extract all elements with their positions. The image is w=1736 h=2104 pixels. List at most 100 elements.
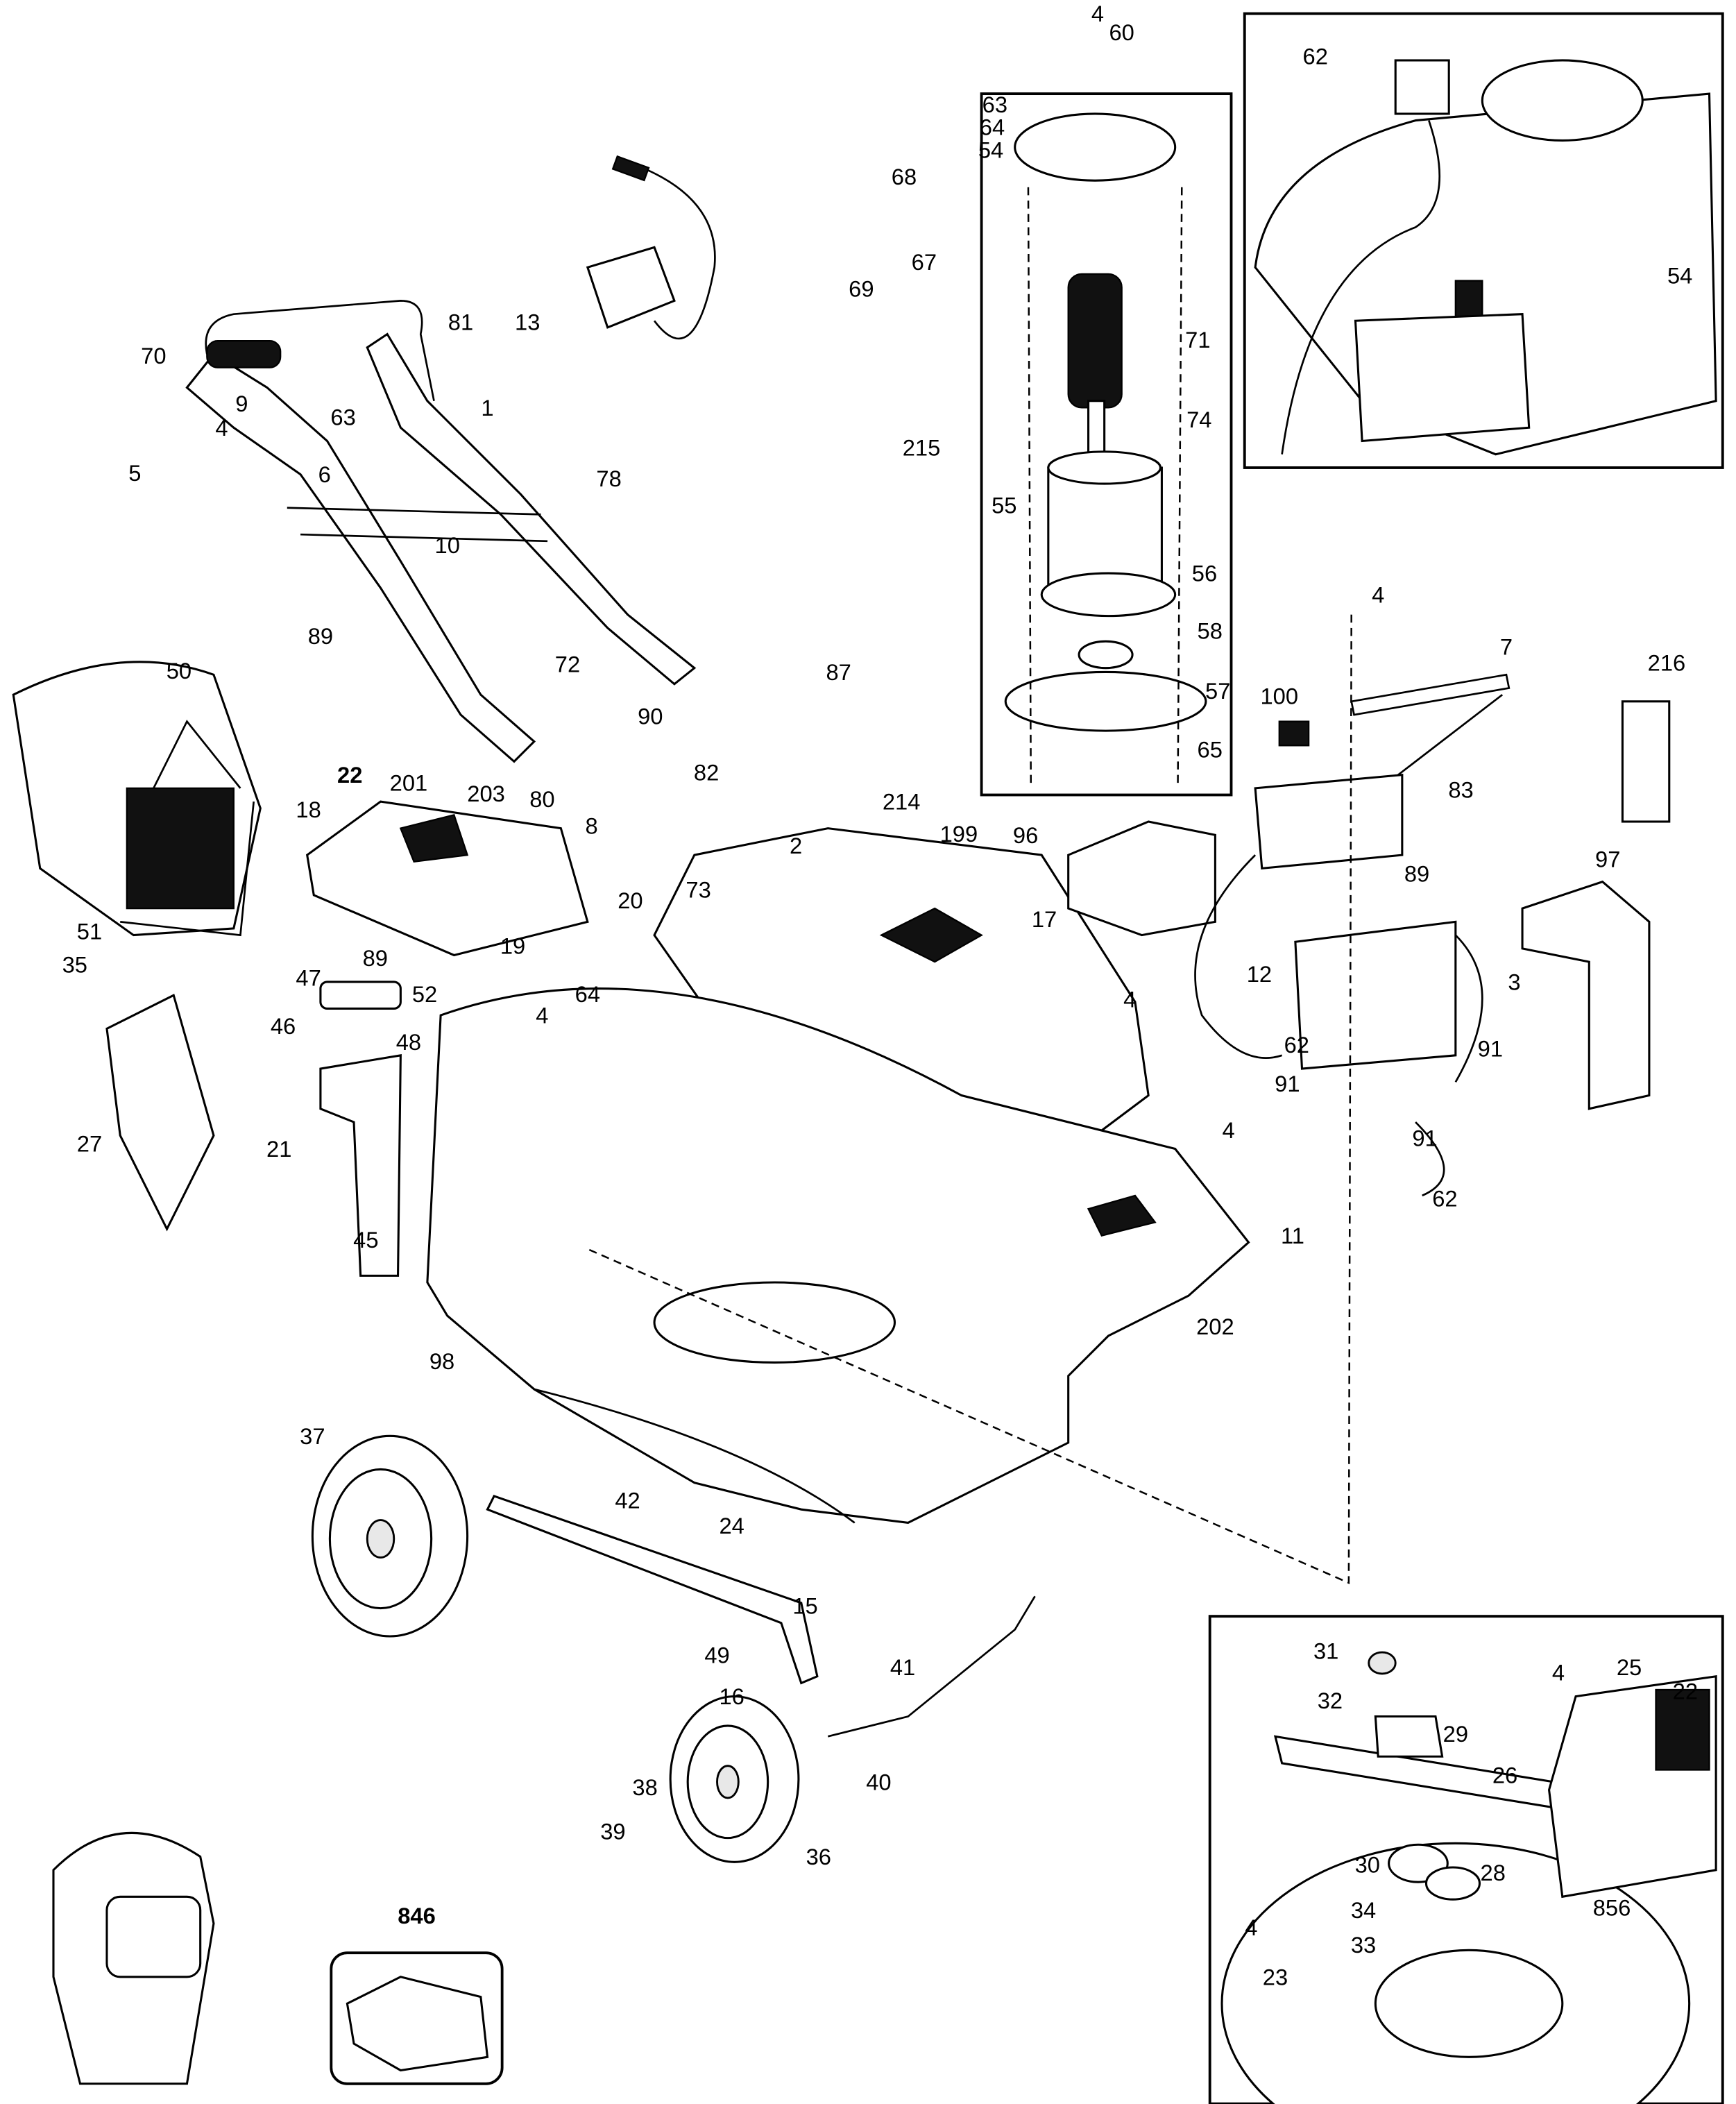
part-callout-label: 78 (596, 466, 621, 491)
part-callout-label: 87 (826, 659, 851, 685)
part-callout-label: 32 (1318, 1688, 1343, 1713)
part-callout-label: 30 (1355, 1852, 1380, 1878)
part-callout-label: 91 (1412, 1126, 1437, 1151)
part-callout-label: 90 (638, 704, 663, 729)
part-callout-label: 26 (1492, 1763, 1517, 1788)
part-callout-label: 47 (296, 965, 321, 991)
part-callout-label: 48 (396, 1029, 421, 1055)
part-callout-label: 97 (1595, 846, 1620, 872)
part-callout-label: 34 (1351, 1897, 1376, 1923)
part-callout-label: 856 (1593, 1894, 1631, 1920)
part-callout-label: 64 (575, 981, 600, 1007)
part-callout-label: 70 (141, 343, 166, 368)
rear-wheel (311, 1434, 469, 1638)
inset-brush-detail-frame (1243, 12, 1724, 469)
part-callout-label: 42 (615, 1487, 640, 1513)
part-callout-label: 4 (1223, 1117, 1235, 1143)
part-callout-label: 13 (515, 309, 540, 335)
part-callout-label: 39 (600, 1819, 625, 1844)
part-callout-label: 89 (363, 945, 388, 971)
part-callout-label: 38 (632, 1774, 657, 1800)
chute (105, 993, 215, 1232)
part-callout-label: 7 (1500, 634, 1513, 659)
part-callout-label: 23 (1263, 1964, 1288, 1990)
part-callout-label: 91 (1275, 1071, 1300, 1096)
part-callout-label: 58 (1198, 618, 1223, 643)
part-callout-label: 65 (1198, 737, 1223, 763)
front-wheel (669, 1695, 800, 1863)
part-callout-label: 60 (1109, 19, 1134, 45)
part-callout-label: 50 (167, 658, 192, 684)
part-callout-label: 67 (912, 249, 937, 275)
bracket (319, 1053, 402, 1277)
part-callout-label: 49 (704, 1643, 729, 1668)
motor-parts (1004, 112, 1207, 788)
part-callout-label: 4 (1372, 582, 1384, 607)
foam-block-97 (1521, 880, 1651, 1110)
part-callout-label: 37 (300, 1423, 325, 1449)
grass-bag-856 (52, 1831, 215, 2085)
part-callout-label: 20 (618, 888, 643, 913)
part-callout-label: 81 (448, 309, 473, 335)
part-callout-label: 846 (398, 1903, 436, 1928)
part-callout-label: 41 (890, 1654, 915, 1680)
part-callout-label: 62 (1303, 44, 1328, 69)
part-callout-label: 25 (1617, 1654, 1642, 1680)
part-callout-label: 27 (77, 1130, 102, 1156)
part-callout-label: 40 (866, 1769, 891, 1795)
part-callout-label: 9 (235, 391, 248, 416)
height-bar (486, 1495, 819, 1685)
part-callout-label: 57 (1205, 678, 1230, 704)
motor-assembly-frame (980, 92, 1233, 797)
part-callout-label: 91 (1478, 1036, 1503, 1062)
part-callout-label: 4 (1091, 1, 1104, 26)
part-callout-label: 22 (337, 762, 362, 788)
part-callout-label: 6 (318, 461, 331, 487)
part-callout-label: 19 (500, 933, 525, 959)
part-callout-label: 36 (806, 1844, 831, 1869)
part-callout-label: 8 (586, 813, 598, 838)
part-callout-label: 215 (903, 435, 941, 461)
part-callout-label: 62 (1284, 1032, 1309, 1058)
part-callout-label: 56 (1192, 561, 1217, 586)
kit-846 (346, 1976, 489, 2072)
part-callout-label: 52 (412, 981, 437, 1007)
part-callout-label: 89 (308, 623, 333, 649)
kit-846-frame (330, 1951, 504, 2085)
part-callout-label: 63 (330, 404, 355, 430)
battery (1294, 920, 1457, 1070)
part-callout-label: 15 (792, 1593, 817, 1618)
part-callout-label: 11 (1281, 1223, 1304, 1248)
part-callout-label: 31 (1313, 1638, 1338, 1664)
part-callout-label: 80 (529, 786, 554, 812)
part-callout-label: 72 (555, 651, 580, 677)
part-callout-label: 199 (940, 821, 978, 847)
part-callout-label: 22 (1673, 1678, 1698, 1704)
part-callout-label: 89 (1404, 861, 1429, 887)
assembly-line (587, 614, 1352, 1584)
part-callout-label: 83 (1448, 777, 1473, 802)
part-callout-label: 74 (1186, 407, 1211, 432)
inset-blade-detail (1220, 1651, 1717, 2104)
part-callout-label: 21 (266, 1136, 291, 1162)
part-callout-label: 82 (694, 759, 719, 785)
grass-bag (12, 661, 262, 937)
part-callout-label: 54 (978, 137, 1003, 162)
part-callout-label: 1 (481, 395, 493, 421)
part-callout-label: 63 (982, 92, 1007, 117)
part-callout-label: 4 (1552, 1660, 1565, 1686)
pad-216 (1621, 700, 1671, 823)
part-callout-label: 29 (1443, 1721, 1468, 1747)
part-callout-label: 5 (128, 460, 141, 486)
charger (586, 155, 716, 340)
part-callout-label: 214 (883, 789, 921, 815)
part-callout-label: 12 (1247, 961, 1272, 987)
part-callout-label: 202 (1196, 1314, 1234, 1339)
part-callout-label: 18 (296, 797, 321, 822)
mower-deck (426, 987, 1250, 1525)
part-callout-label: 71 (1185, 327, 1210, 353)
part-callout-label: 98 (429, 1348, 454, 1374)
foam-block-96 (1067, 820, 1216, 937)
